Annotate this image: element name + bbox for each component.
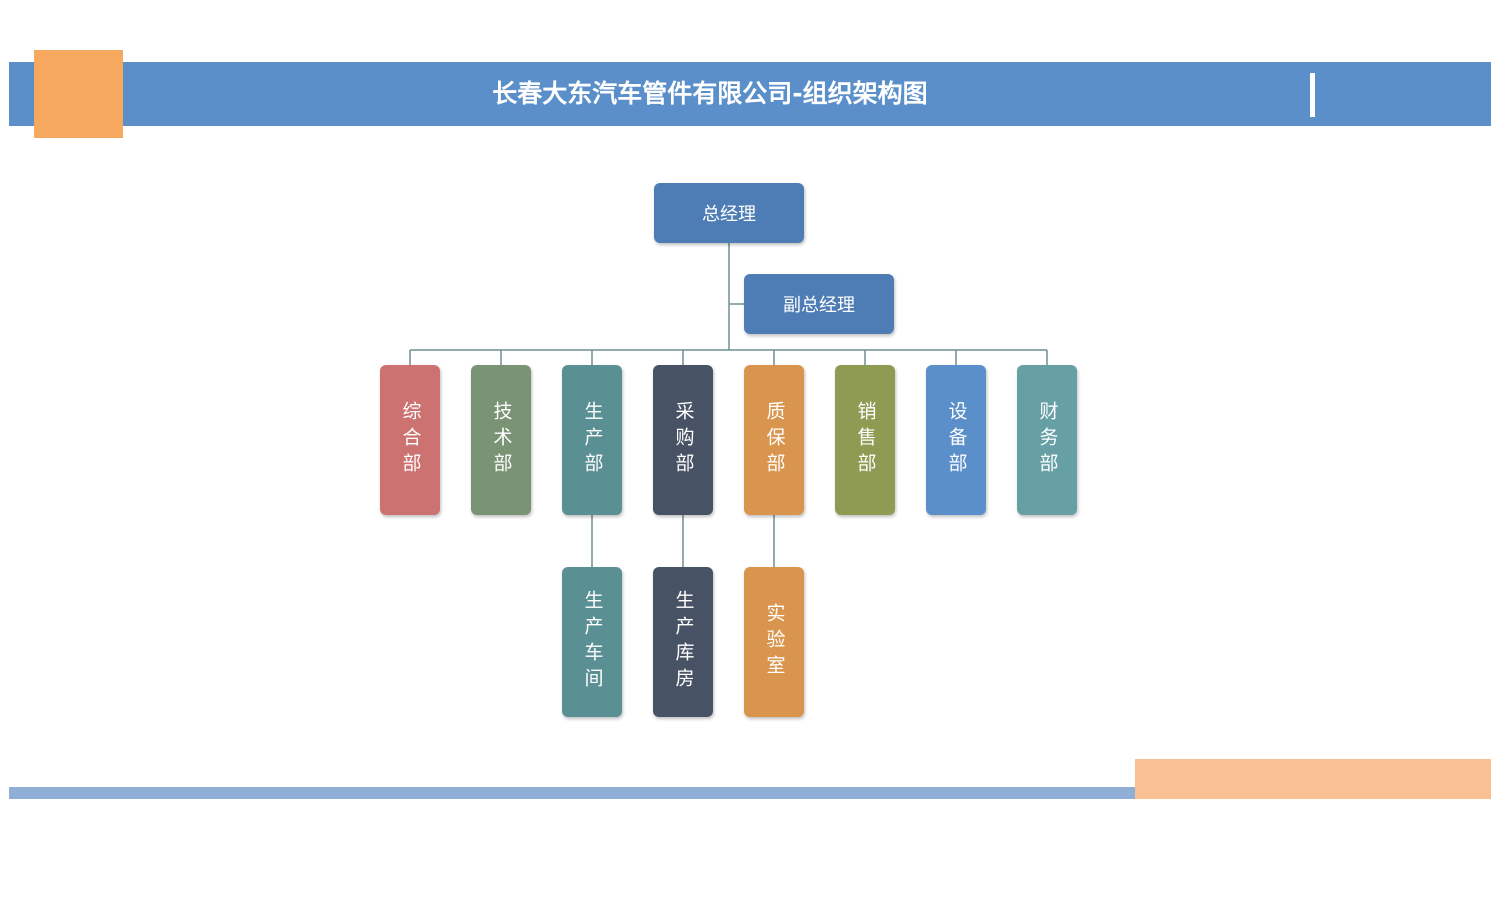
header-bar [9,62,1491,126]
page-title: 长春大东汽车管件有限公司-组织架构图 [492,79,928,108]
node-dept-quality-assurance: 质保部 [744,365,804,515]
footer-bar [9,787,1135,799]
footer-accent-block [1135,759,1491,799]
header-accent-square [34,50,123,138]
node-dept-equipment: 设备部 [926,365,986,515]
node-sub-laboratory: 实验室 [744,567,804,717]
node-deputy-general-manager: 副总经理 [744,274,894,334]
header-divider-mark [1310,73,1315,117]
node-dept-general-affairs: 综合部 [380,365,440,515]
node-general-manager: 总经理 [654,183,804,243]
node-dept-sales: 销售部 [835,365,895,515]
node-sub-production-workshop: 生产车间 [562,567,622,717]
node-sub-production-warehouse: 生产库房 [653,567,713,717]
node-dept-finance: 财务部 [1017,365,1077,515]
node-dept-technology: 技术部 [471,365,531,515]
node-dept-purchasing: 采购部 [653,365,713,515]
node-dept-production: 生产部 [562,365,622,515]
